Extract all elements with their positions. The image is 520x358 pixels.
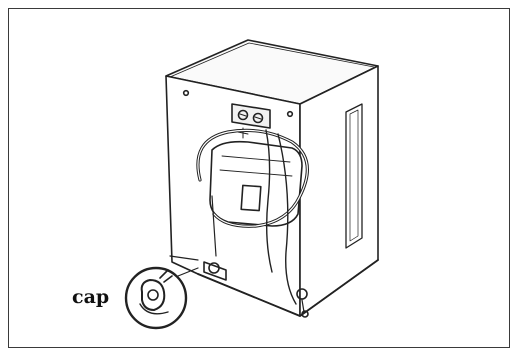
cap-callout-label: cap bbox=[72, 286, 110, 308]
machine-side-panel bbox=[299, 65, 379, 317]
drain-cap-magnifier-icon bbox=[124, 255, 199, 330]
diagram-border bbox=[8, 8, 510, 348]
